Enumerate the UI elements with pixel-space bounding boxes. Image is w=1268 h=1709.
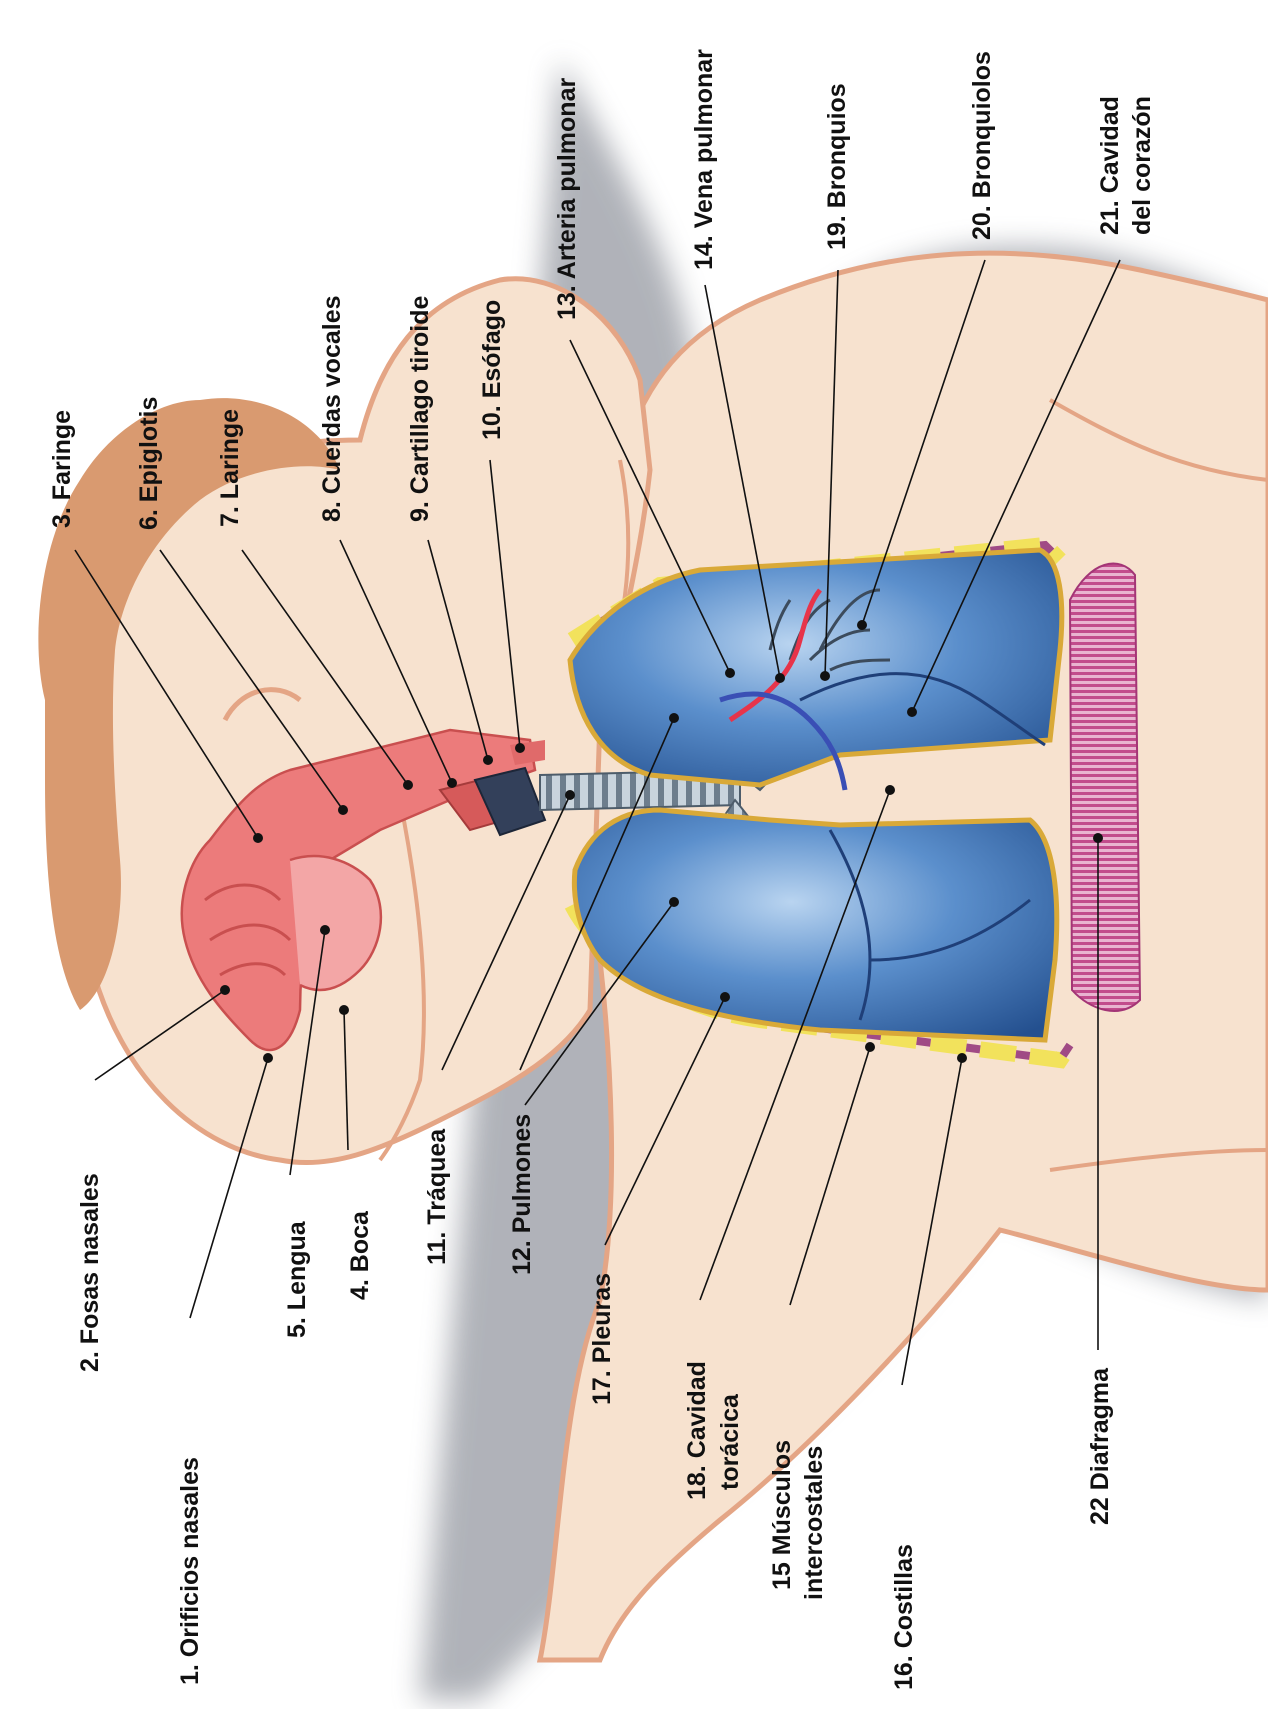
label-boca: 4. Boca [346,1210,374,1300]
label-cuerdas-vocales: 8. Cuerdas vocales [318,295,346,522]
label-cavidad-toracica-2: torácica [716,1393,744,1490]
label-pleuras: 17. Pleuras [588,1273,616,1405]
label-diafragma: 22 Diafragma [1086,1367,1114,1525]
label-epiglotis: 6. Epiglotis [135,397,163,530]
label-musculos-intercostales-1: 15 Músculos [768,1440,796,1590]
label-cavidad-corazon-2: del corazón [1128,96,1156,235]
label-musculos-intercostales-2: intercostales [800,1446,828,1600]
label-fosas-nasales: 2. Fosas nasales [76,1173,104,1372]
label-esofago: 10. Esófago [478,300,506,440]
label-arteria-pulmonar: 13. Arteria pulmonar [553,78,581,320]
label-pulmones: 12. Pulmones [508,1114,536,1275]
label-cavidad-corazon-1: 21. Cavidad [1096,96,1124,235]
diaphragm [1070,564,1140,1011]
label-vena-pulmonar: 14. Vena pulmonar [690,49,718,270]
label-laringe: 7. Laringe [216,409,244,527]
label-bronquios: 19. Bronquios [823,83,851,250]
label-traquea: 11. Tráquea [423,1128,451,1265]
label-costillas: 16. Costillas [890,1544,918,1690]
label-bronquiolos: 20. Bronquiolos [968,51,996,240]
label-orificios-nasales: 1. Orificios nasales [176,1457,204,1685]
label-faringe: 3. Faringe [48,410,76,528]
label-cavidad-toracica-1: 18. Cavidad [683,1361,711,1500]
label-cartilago-tiroide: 9. Cartillago tiroide [406,295,434,522]
label-lengua: 5. Lengua [283,1220,311,1338]
